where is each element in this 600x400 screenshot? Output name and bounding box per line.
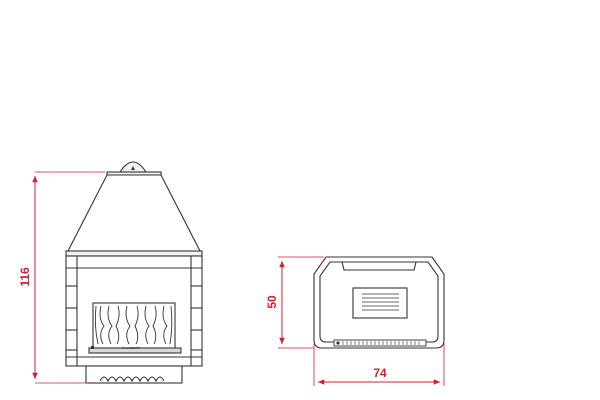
- hood-band: [65, 250, 203, 257]
- bottom-grille-slots: [342, 341, 420, 345]
- flame-pattern: [94, 305, 173, 345]
- side-width-dimension: [313, 340, 445, 386]
- bottom-grille: [333, 339, 427, 347]
- hood: [67, 174, 201, 252]
- front-height-dimension: [32, 171, 105, 384]
- stove-side-view: [313, 256, 445, 349]
- side-width-label: 74: [373, 366, 387, 380]
- front-height-label: 116: [18, 267, 32, 287]
- side-height-label: 50: [265, 295, 279, 309]
- grate-bar: [88, 347, 182, 354]
- side-height-dimension: [278, 256, 324, 349]
- grille-knob: [336, 341, 340, 345]
- vent-panel: [352, 287, 408, 319]
- plinth-wave: [99, 376, 165, 383]
- fireplace-front-view: [65, 161, 203, 384]
- vent-slots: [362, 293, 399, 311]
- firebox-opening: [92, 302, 176, 351]
- brand-mark: PALAZZETTI: [122, 346, 140, 350]
